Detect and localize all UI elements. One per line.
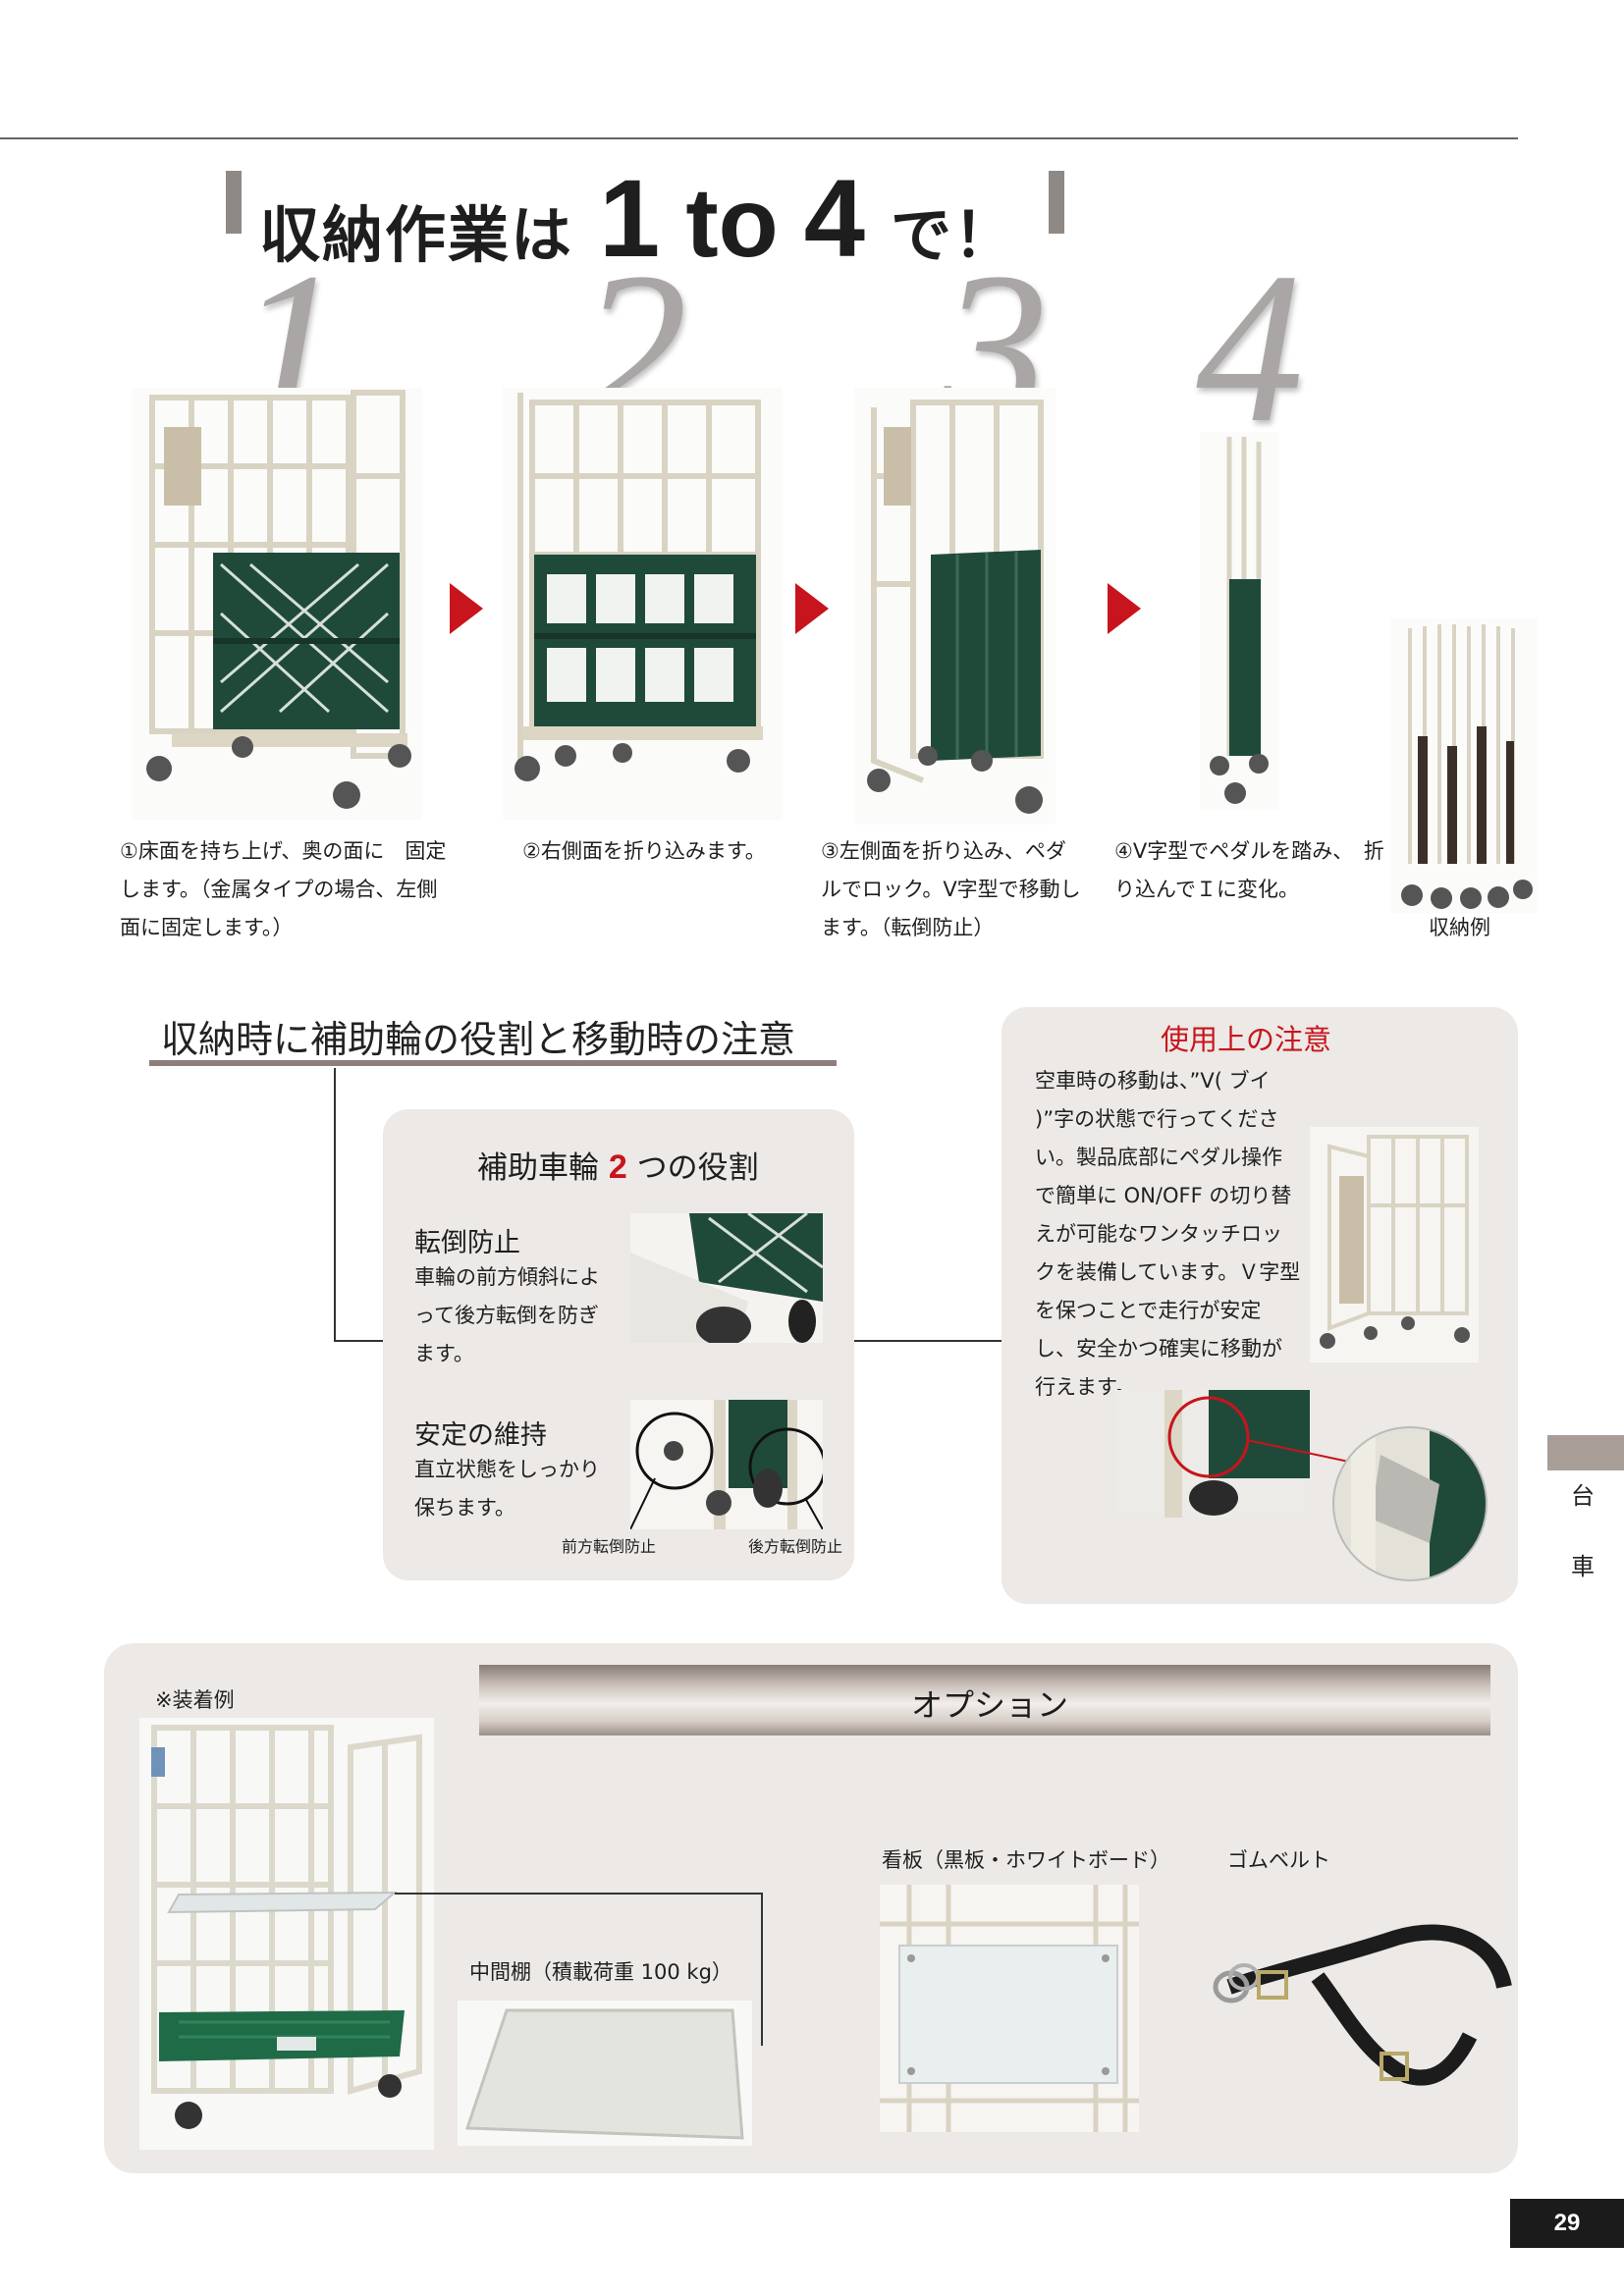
step2-photo xyxy=(503,388,783,820)
step2-caption: ②右側面を折り込みます。 xyxy=(522,839,766,863)
options-banner xyxy=(479,1665,1490,1735)
front-tipover-label: 前方転倒防止 xyxy=(562,1537,657,1556)
side-category-tab xyxy=(1547,1435,1624,1470)
section-title: 収納時に補助輪の役割と移動時の注意 xyxy=(161,1018,796,1061)
top-rule xyxy=(0,137,1518,139)
connector-right xyxy=(852,1340,1001,1342)
tipover-title: 転倒防止 xyxy=(414,1228,520,1258)
stability-title: 安定の維持 xyxy=(414,1420,547,1451)
step4-caption: ④V字型でペダルを踏み、 折り込んでＩに変化。 xyxy=(1114,839,1384,901)
options-title: オプション xyxy=(911,1686,1069,1724)
heading-bar-right xyxy=(1049,171,1064,234)
stability-photo xyxy=(630,1400,823,1529)
v-shape-cart-photo xyxy=(1310,1127,1479,1362)
shelf-pointer-horizontal xyxy=(395,1893,762,1895)
step4-photo xyxy=(1200,432,1278,810)
usage-notice-title: 使用上の注意 xyxy=(1161,1023,1332,1056)
aux-wheel-card-title: 補助車輪 2 つの役割 xyxy=(477,1148,759,1186)
rubber-belt-label: ゴムベルト xyxy=(1227,1848,1330,1872)
heading-bar-left xyxy=(226,171,242,234)
middle-shelf-photo xyxy=(458,2001,752,2146)
rear-tipover-label: 後方転倒防止 xyxy=(748,1537,843,1556)
step1-caption: ①床面を持ち上げ、奥の面に 固定します。（金属タイプの場合、左側面に固定します。… xyxy=(120,839,447,939)
usage-notice-text: 空車時の移動は、”V( ブイ )”字の状態で行ってください。製品底部にペダル操作… xyxy=(1035,1069,1301,1399)
tipover-photo xyxy=(630,1213,823,1343)
pedal-lock-zoom-photo xyxy=(1332,1426,1488,1581)
signboard-photo xyxy=(880,1885,1139,2132)
connector-vertical xyxy=(334,1068,336,1341)
pedal-lock-photo xyxy=(1115,1390,1310,1518)
signboard-label: 看板（黒板・ホワイトボード） xyxy=(882,1848,1170,1872)
step-arrow-2 xyxy=(795,583,829,634)
side-tab-char-1: 台 xyxy=(1571,1482,1595,1510)
cart-with-shelf-photo xyxy=(139,1718,434,2150)
storage-example-label: 収納例 xyxy=(1429,916,1490,939)
step-arrow-3 xyxy=(1108,583,1141,634)
mounting-example-label: ※装着例 xyxy=(155,1688,235,1712)
rubber-belt-photo xyxy=(1213,1924,1512,2086)
page-number: 29 xyxy=(1510,2199,1624,2248)
step3-caption: ③左側面を折り込み、ペダルでロック。V字型で移動します。（転倒防止） xyxy=(821,839,1081,939)
middle-shelf-label: 中間棚（積載荷重 100 kg） xyxy=(469,1960,732,1984)
section-underline xyxy=(149,1060,837,1066)
step-arrow-1 xyxy=(450,583,483,634)
connector-left xyxy=(334,1340,385,1342)
step1-photo xyxy=(133,388,422,820)
storage-example-photo xyxy=(1390,618,1538,913)
step-number-4: 4 xyxy=(1196,228,1304,467)
stability-text: 直立状態をしっかり保ちます。 xyxy=(414,1458,600,1520)
tipover-text: 車輪の前方傾斜によって後方転倒を防ぎます。 xyxy=(414,1265,600,1365)
side-tab-char-2: 車 xyxy=(1571,1553,1595,1580)
shelf-pointer-vertical xyxy=(761,1893,763,2046)
step3-photo xyxy=(854,388,1056,825)
